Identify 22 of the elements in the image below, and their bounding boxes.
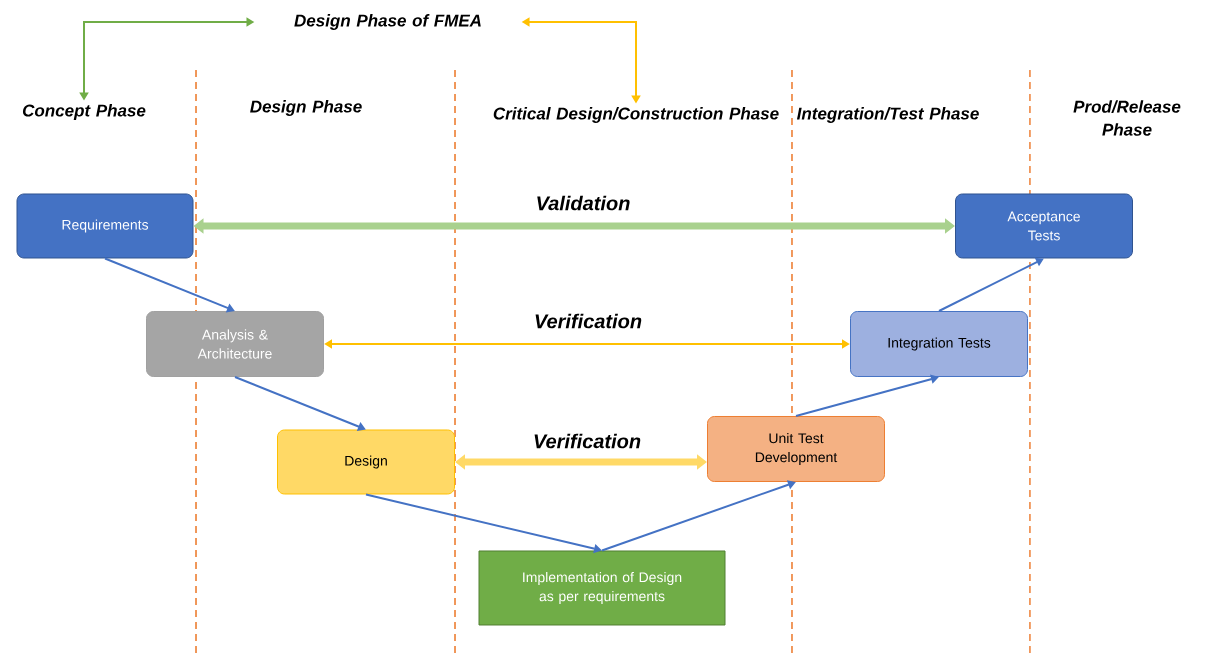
phase-heading: Critical Design/Construction Phase bbox=[493, 107, 779, 123]
process-box: Analysis & Architecture bbox=[146, 311, 324, 377]
double-arrow bbox=[455, 454, 707, 470]
arrow bbox=[234, 376, 366, 431]
edge-label: Verification bbox=[531, 432, 643, 450]
phase-heading: Integration/Test Phase bbox=[797, 107, 979, 123]
arrow bbox=[104, 257, 235, 313]
heading: Design Phase of FMEA bbox=[294, 14, 481, 30]
phase-heading: Design Phase bbox=[250, 100, 362, 116]
process-box: Integration Tests bbox=[850, 311, 1028, 377]
phase-heading: Concept Phase bbox=[22, 104, 146, 120]
arrow bbox=[938, 257, 1044, 312]
process-box: Requirements bbox=[16, 193, 194, 259]
phase-heading: Prod/Release Phase bbox=[1073, 100, 1181, 136]
edge-label: Validation bbox=[534, 194, 632, 212]
process-box: Acceptance Tests bbox=[955, 193, 1133, 259]
process-box: Implementation of Design as per requirements bbox=[478, 550, 726, 626]
process-box: Unit Test Development bbox=[707, 416, 885, 482]
process-box: Design bbox=[277, 429, 455, 495]
edge-label: Verification bbox=[532, 312, 644, 330]
arrow bbox=[601, 480, 796, 552]
arrow bbox=[795, 374, 939, 417]
